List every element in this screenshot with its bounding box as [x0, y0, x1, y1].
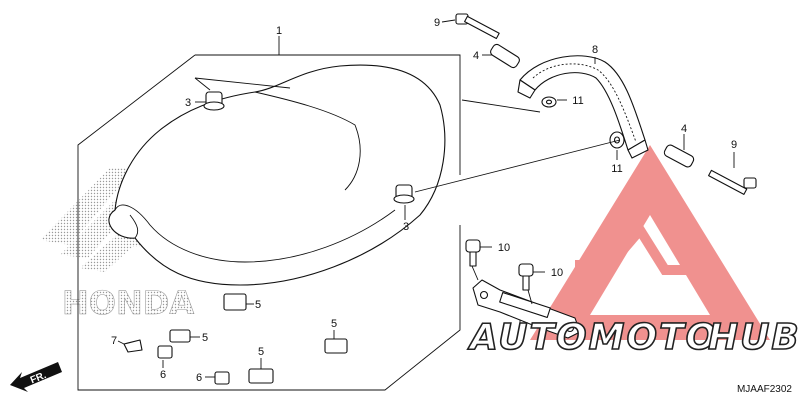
rubber-grommet-3b: [393, 184, 415, 204]
watermark-text-primary: AUTOMOTO: [467, 317, 718, 358]
callout-11: 11: [611, 163, 622, 175]
callout-6: 6: [196, 372, 202, 384]
washer-11a: [541, 96, 557, 108]
callout-8: 8: [592, 44, 598, 56]
washer-11b: [609, 131, 625, 149]
callout-5: 5: [202, 332, 208, 344]
leader-lines: [117, 19, 735, 378]
watermark-triangle-logo: [530, 145, 770, 340]
honda-brand-text: HONDA: [62, 284, 194, 322]
bracket-part: [472, 279, 581, 339]
clip-6b: [214, 371, 230, 385]
clip-6a: [157, 345, 173, 359]
grab-rail-part: [517, 55, 649, 159]
screw-10b: [518, 263, 534, 291]
callout-10: 10: [551, 267, 563, 279]
collar-4a: [490, 43, 520, 69]
callout-5: 5: [331, 318, 337, 330]
seat-assembly-frame: [77, 54, 461, 391]
callout-9: 9: [731, 139, 737, 151]
watermark-brand: AUTOMOTO HUB: [466, 316, 800, 359]
bolt-9b: [708, 169, 757, 195]
front-direction-arrow: FR.: [10, 362, 62, 392]
watermark-text-secondary: HUB: [708, 317, 800, 358]
callout-3: 3: [403, 221, 409, 233]
seat-part: [108, 64, 446, 286]
callout-10: 10: [498, 242, 510, 254]
clip-5b: [169, 329, 191, 343]
callout-5: 5: [258, 346, 264, 358]
collar-4b: [663, 144, 695, 168]
callout-9: 9: [434, 17, 440, 29]
callout-labels: 1 3 3 9 4 8 11 11 4 9 10 10 2 5 5 5 5 7 …: [111, 17, 737, 384]
callout-4: 4: [681, 123, 687, 135]
callout-6: 6: [160, 369, 166, 381]
callout-2: 2: [517, 334, 523, 346]
callout-4: 4: [473, 50, 479, 62]
rubber-grommet-3a: [203, 91, 225, 111]
bolt-9a: [455, 13, 500, 40]
clip-5c: [324, 338, 348, 354]
callout-1: 1: [276, 25, 282, 37]
clip-5a: [223, 293, 247, 311]
clip-7: [123, 339, 143, 353]
clip-5d: [248, 368, 274, 384]
callout-11: 11: [572, 95, 583, 107]
callout-3: 3: [185, 97, 191, 109]
callout-7: 7: [111, 335, 117, 347]
callout-5: 5: [255, 299, 261, 311]
diagram-code: MJAAF2302: [737, 384, 792, 395]
screw-10a: [465, 239, 481, 267]
